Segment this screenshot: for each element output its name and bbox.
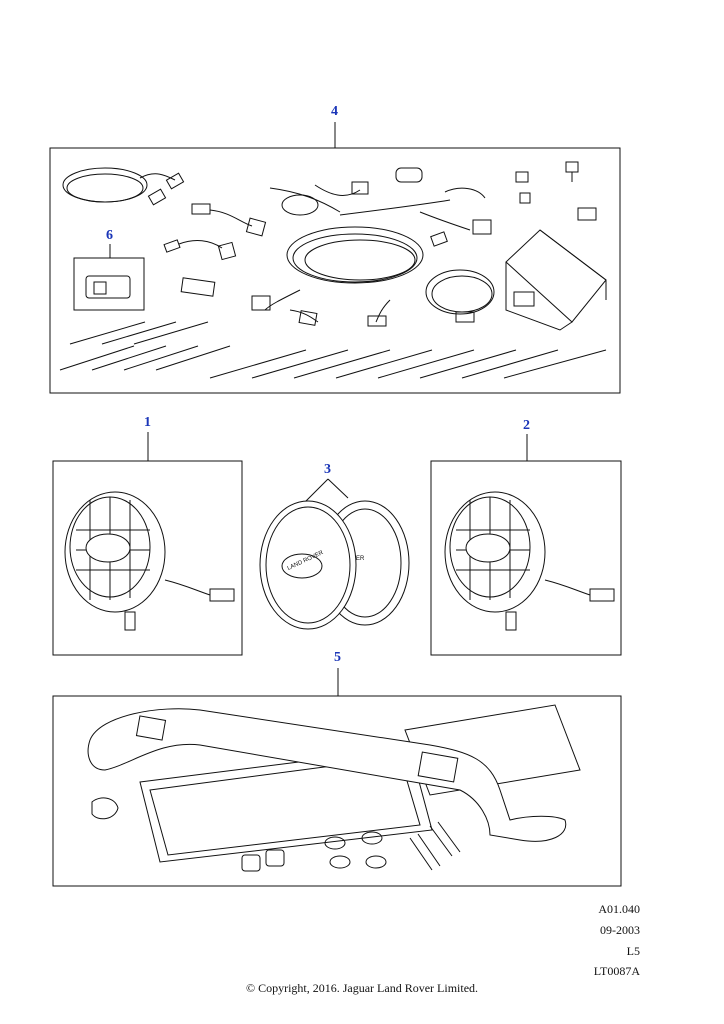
connector-parts [395,161,597,221]
callout-2: 2 [523,418,530,433]
cover-logo-rear-text: ER [356,556,365,562]
harness-kit-panel [49,122,621,394]
harness-kit-frame [49,147,621,394]
callout-3: 3 [324,462,331,477]
lamp-left-frame [52,460,243,656]
harness-branch-left [163,203,267,297]
switch-panel [73,244,145,311]
lamp-left-panel [52,432,243,656]
lamp-right-frame [430,460,622,656]
diagram-ref: LT0087A [593,964,640,978]
callout-6: 6 [106,228,113,243]
diagram-date: 09-2003 [600,923,640,937]
relay-module [505,229,607,331]
callout-4: 4 [331,104,338,119]
diagram-code: A01.040 [598,902,640,916]
lamp-covers [259,478,410,630]
harness-main-loom [251,181,495,327]
leader-line-3 [304,478,349,503]
harness-coil-small [62,167,185,206]
lamp-bar-panel [52,668,622,887]
switch-frame [73,257,145,311]
lamp-bar-frame [52,695,622,887]
lamp-right-panel [430,434,622,656]
callout-1: 1 [144,415,151,430]
diagram-level: L5 [626,944,640,958]
callout-5: 5 [334,650,341,665]
cable-ties [59,321,607,379]
copyright-notice: © Copyright, 2016. Jaguar Land Rover Lim… [245,981,479,995]
